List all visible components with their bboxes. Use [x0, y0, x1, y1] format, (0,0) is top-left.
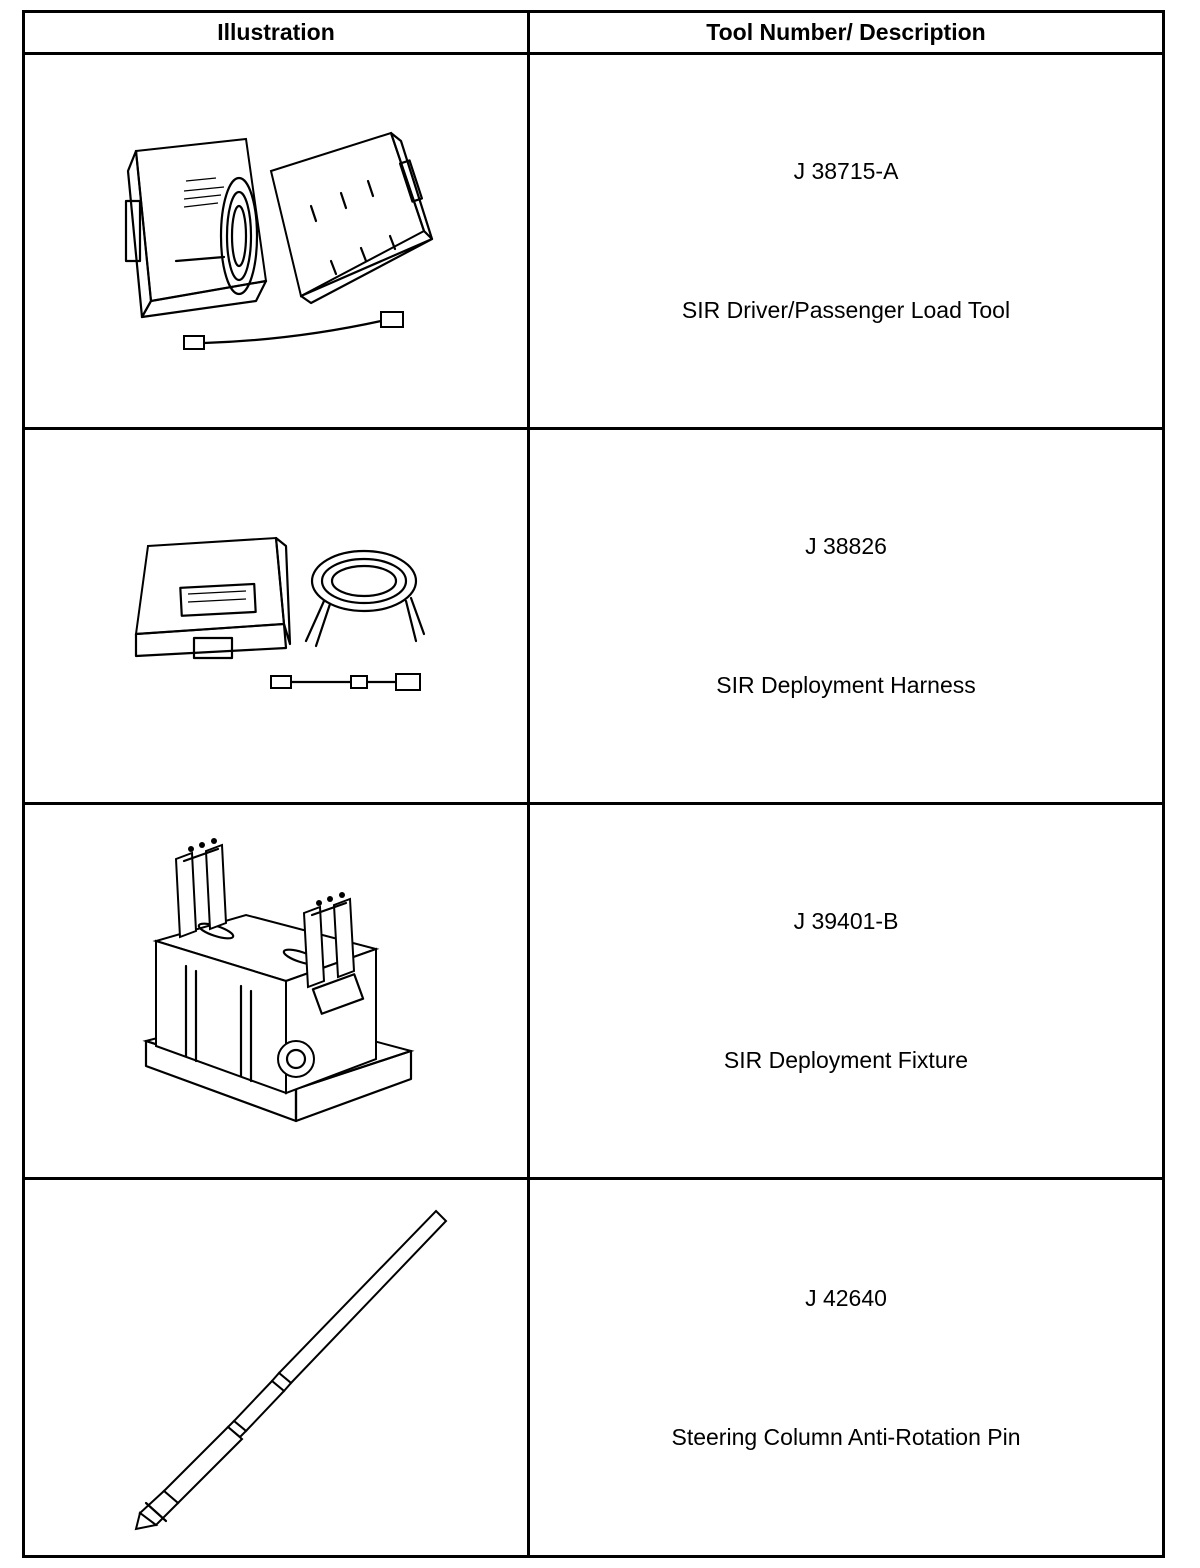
table-row-1-description: J 38715-A SIR Driver/Passenger Load Tool — [530, 55, 1162, 430]
anti-rotation-pin-icon — [134, 1209, 448, 1530]
header-tool-description: Tool Number/ Description — [530, 13, 1162, 55]
tool-number: J 38715-A — [793, 158, 899, 184]
tool-number: J 38826 — [805, 533, 887, 559]
header-tool-description-label: Tool Number/ Description — [706, 19, 986, 45]
tool-number: J 42640 — [805, 1284, 887, 1311]
deployment-harness-icon — [134, 536, 426, 691]
table-row-4-illustration — [25, 1180, 530, 1555]
load-tool-case-icon — [124, 131, 434, 350]
table-row-1-illustration — [25, 55, 530, 430]
tool-description: Steering Column Anti-Rotation Pin — [671, 1423, 1021, 1450]
special-tools-table: Illustration Tool Number/ Description — [22, 10, 1165, 1558]
table-row-3-illustration — [25, 805, 530, 1180]
table-row-2-description: J 38826 SIR Deployment Harness — [530, 430, 1162, 805]
table-row-3-description: J 39401-B SIR Deployment Fixture — [530, 805, 1162, 1180]
table-row-4-description: J 42640 Steering Column Anti-Rotation Pi… — [530, 1180, 1162, 1555]
tool-number: J 39401-B — [793, 908, 899, 934]
header-illustration-label: Illustration — [217, 19, 335, 45]
table-row-2-illustration — [25, 430, 530, 805]
tool-description: SIR Deployment Fixture — [723, 1047, 969, 1073]
header-illustration: Illustration — [25, 13, 530, 55]
tool-description: SIR Deployment Harness — [716, 672, 976, 698]
tool-description: SIR Driver/Passenger Load Tool — [681, 297, 1011, 323]
deployment-fixture-icon — [142, 838, 415, 1123]
